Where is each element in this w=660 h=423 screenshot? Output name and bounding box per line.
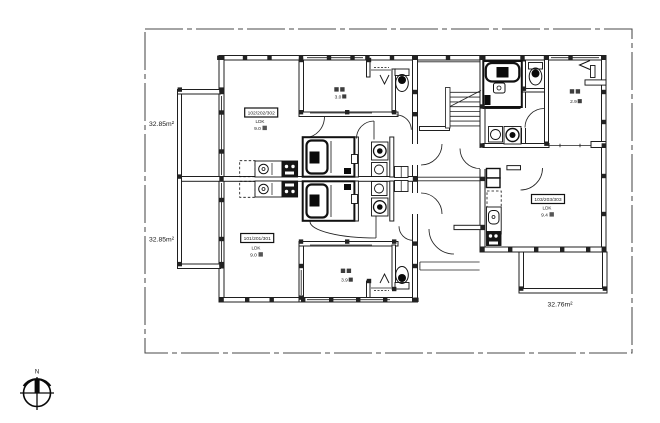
svg-text:102/202/302: 102/202/302 <box>248 111 275 117</box>
svg-text:3.9: 3.9 <box>341 278 348 284</box>
svg-text:9.0: 9.0 <box>254 126 261 132</box>
svg-text:LDK: LDK <box>252 246 262 251</box>
svg-text:9.0: 9.0 <box>250 253 257 259</box>
svg-text:N: N <box>35 370 39 376</box>
svg-text:32.76m²: 32.76m² <box>548 302 574 309</box>
svg-text:2.9: 2.9 <box>570 99 577 105</box>
svg-text:9.4: 9.4 <box>541 213 548 219</box>
svg-text:3.0: 3.0 <box>335 94 342 100</box>
svg-text:LDK: LDK <box>256 119 266 124</box>
svg-text:32.85m²: 32.85m² <box>149 237 175 244</box>
svg-text:32.85m²: 32.85m² <box>149 121 175 128</box>
svg-text:101/201/301: 101/201/301 <box>244 236 271 242</box>
svg-text:103/203/303: 103/203/303 <box>534 197 561 203</box>
svg-text:LDK: LDK <box>543 206 553 211</box>
